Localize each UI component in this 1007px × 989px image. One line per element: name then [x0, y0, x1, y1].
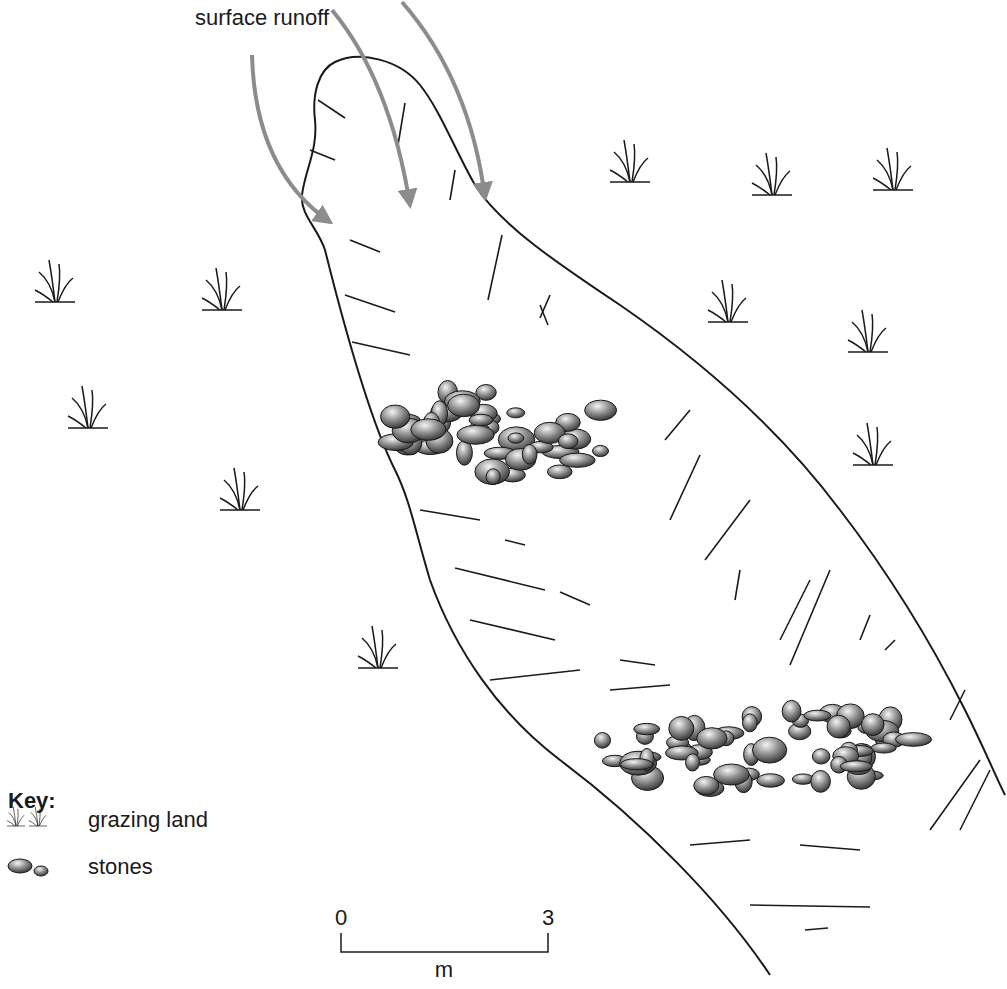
stone	[457, 425, 494, 444]
stone-clusters	[378, 381, 932, 797]
stone	[895, 733, 931, 747]
wall-stroke	[620, 660, 655, 665]
wall-stroke	[705, 500, 750, 560]
key-heading: Key:	[8, 789, 56, 813]
runoff-arrows	[252, 2, 485, 222]
wall-stroke	[488, 235, 502, 300]
wall-stroke	[490, 670, 580, 680]
grass-tuft	[848, 310, 888, 352]
stone	[861, 714, 884, 736]
wall-stroke	[665, 410, 690, 440]
wall-stroke	[780, 580, 810, 640]
stone	[743, 714, 758, 732]
scale-value: 3	[542, 906, 554, 930]
stone	[507, 408, 525, 418]
wall-stroke	[790, 570, 830, 665]
wall-stroke	[560, 592, 590, 605]
stone	[634, 723, 660, 734]
stone	[411, 419, 446, 441]
wall-stroke	[805, 928, 828, 930]
wall-stroke	[310, 150, 335, 160]
stone	[522, 445, 537, 465]
scale-value: 0	[335, 906, 347, 930]
wall-stroke	[960, 770, 990, 830]
stone	[620, 759, 652, 770]
key-symbols	[7, 807, 48, 876]
grass-tuft	[68, 386, 108, 428]
wall-stroke	[455, 568, 545, 590]
stone	[547, 465, 572, 479]
stone	[558, 434, 578, 449]
stone	[593, 445, 609, 456]
grazing-land-tufts	[35, 140, 913, 668]
wall-stroke	[750, 905, 870, 907]
grass-tuft	[610, 140, 650, 182]
runoff-label: surface runoff	[195, 6, 329, 30]
wall-stroke	[345, 295, 395, 312]
scale-bar	[341, 933, 548, 952]
runoff-arrow	[252, 55, 330, 222]
grass-tuft	[358, 626, 398, 668]
wall-stroke	[670, 455, 700, 520]
grass-tuft	[752, 153, 792, 195]
runoff-arrow	[332, 10, 410, 205]
legend-text: stones	[88, 855, 153, 879]
grass-tuft	[220, 468, 260, 510]
stone	[669, 716, 694, 740]
grass-tuft	[873, 148, 913, 190]
wall-stroke	[350, 240, 380, 252]
stone	[585, 400, 617, 420]
grass-tuft	[202, 268, 242, 310]
gully-wall-strokes	[310, 100, 990, 930]
wall-stroke	[318, 100, 345, 118]
wall-stroke	[352, 342, 410, 355]
stone	[508, 433, 524, 443]
wall-stroke	[885, 640, 895, 650]
wall-stroke	[930, 760, 980, 830]
stone	[757, 774, 785, 787]
wall-stroke	[540, 295, 550, 318]
stone	[486, 469, 500, 485]
wall-stroke	[610, 685, 670, 690]
stone	[804, 710, 831, 721]
stone-symbol	[34, 866, 48, 876]
grass-tuft	[708, 280, 748, 322]
stone	[381, 405, 410, 428]
wall-stroke	[450, 170, 455, 200]
stone	[686, 754, 700, 771]
wall-stroke	[470, 620, 555, 640]
wall-stroke	[540, 305, 548, 325]
wall-stroke	[690, 840, 750, 845]
stone	[753, 737, 787, 763]
wall-stroke	[420, 510, 480, 520]
stone	[594, 733, 610, 749]
stone	[469, 414, 493, 426]
runoff-arrow	[402, 2, 485, 198]
stone	[448, 394, 480, 417]
stone	[475, 459, 510, 484]
wall-stroke	[950, 690, 965, 720]
grass-tuft	[853, 423, 893, 465]
legend-text: grazing land	[88, 808, 208, 832]
scale-unit: m	[435, 958, 453, 982]
stone	[560, 453, 596, 467]
stone	[827, 715, 850, 738]
stone	[840, 761, 872, 772]
stone	[871, 743, 896, 753]
stone	[714, 764, 750, 785]
stone	[812, 749, 830, 764]
stone	[811, 770, 831, 792]
grass-tuft	[35, 260, 75, 302]
wall-stroke	[800, 845, 860, 850]
stone	[782, 700, 801, 722]
wall-stroke	[398, 103, 405, 145]
wall-stroke	[860, 615, 870, 640]
stone-symbol	[8, 859, 32, 873]
wall-stroke	[505, 540, 525, 545]
wall-stroke	[735, 570, 740, 600]
stone	[697, 728, 727, 749]
